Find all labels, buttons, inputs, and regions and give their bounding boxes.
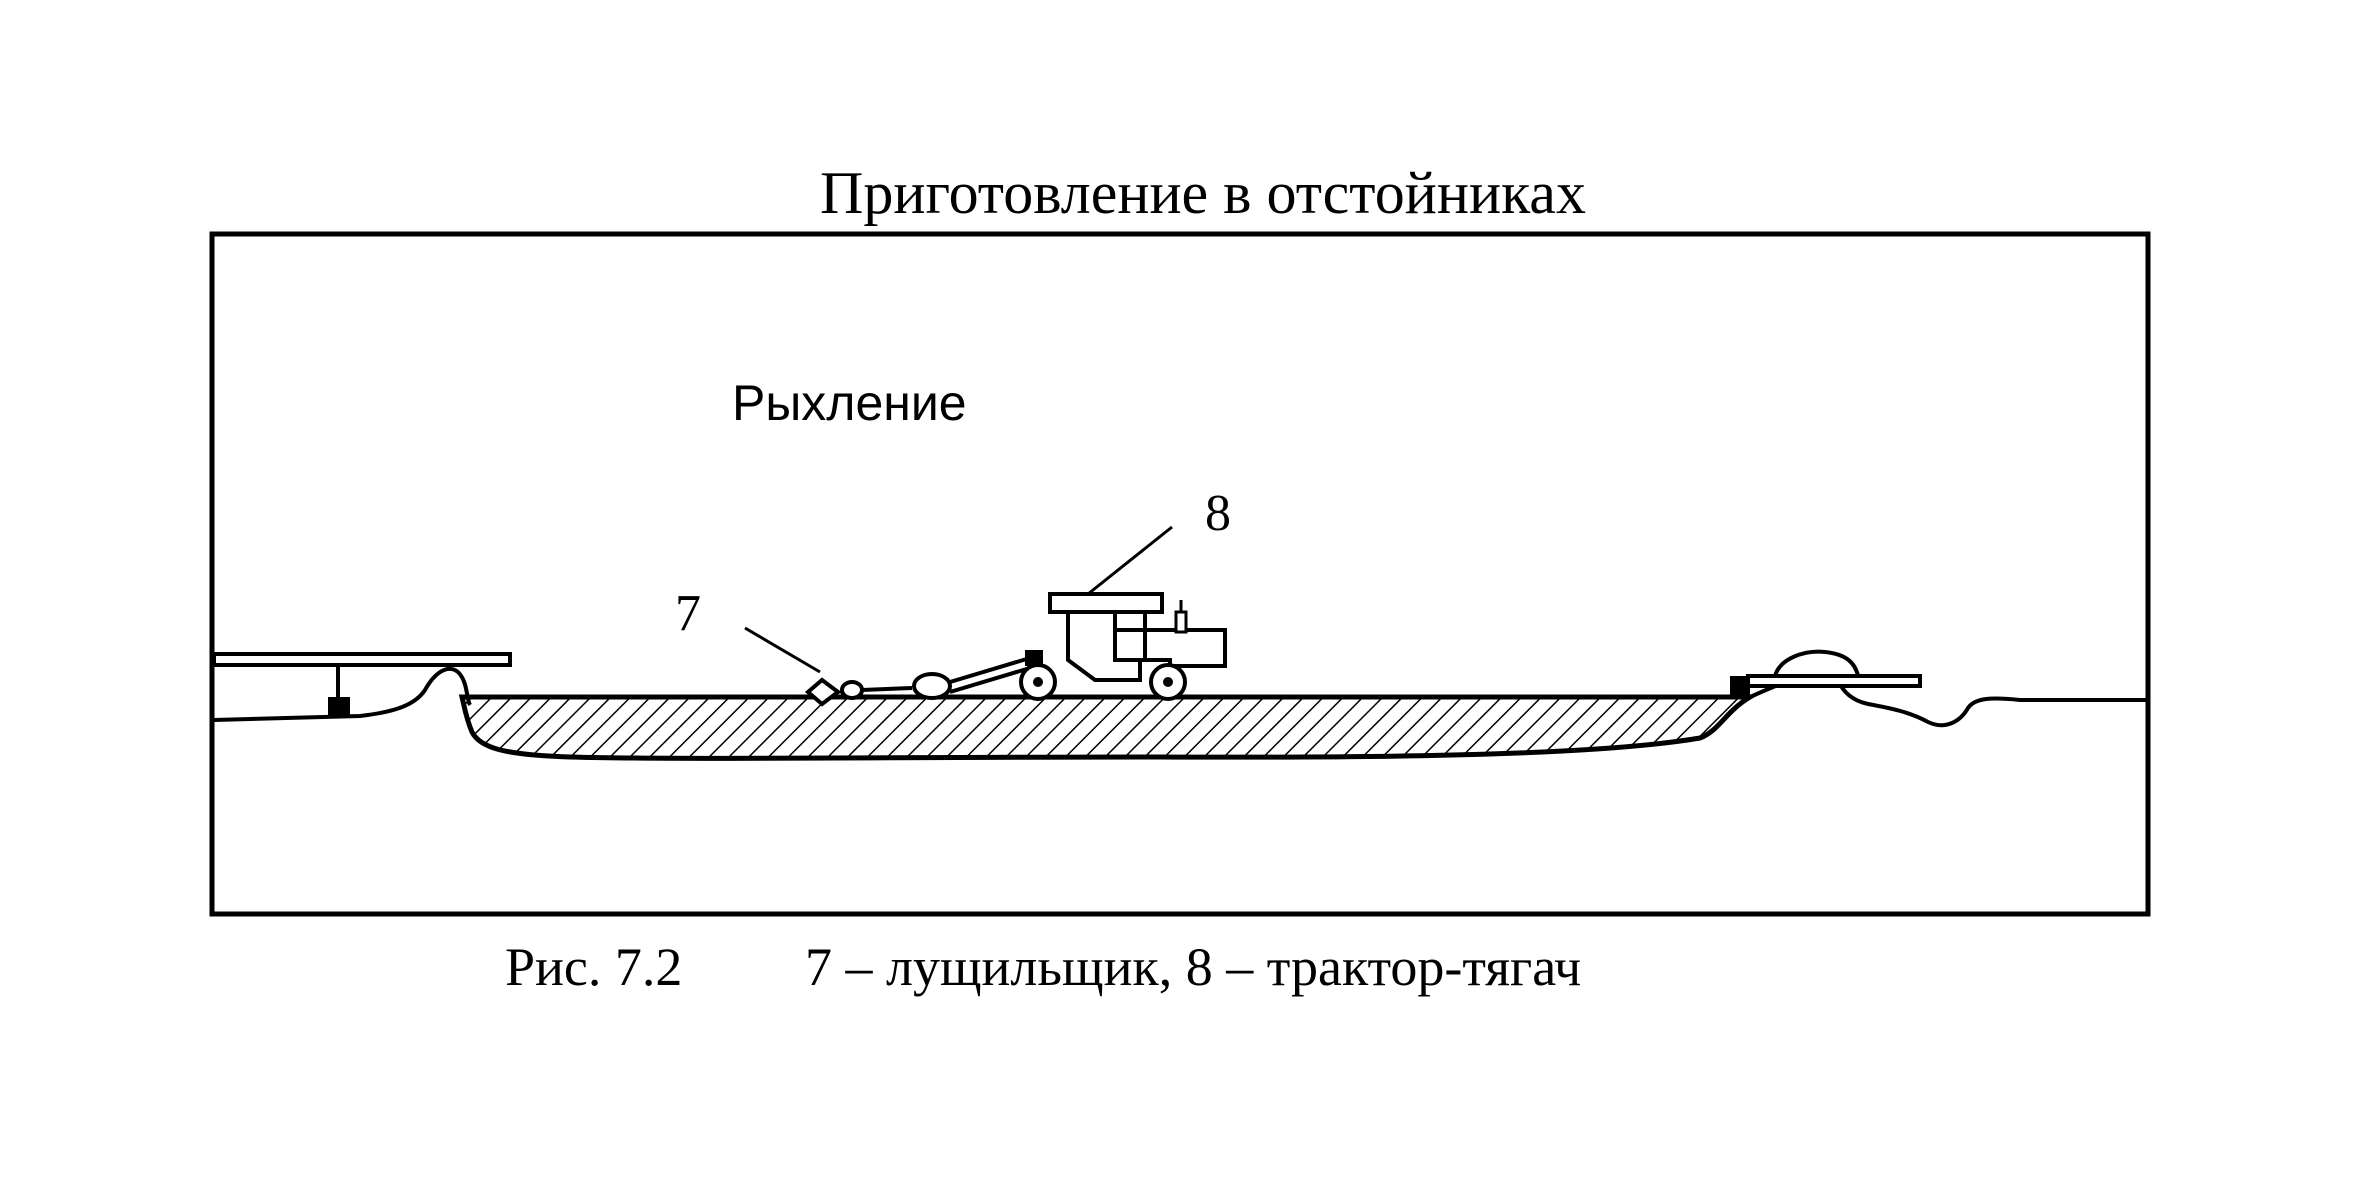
stage-label: Рыхление	[732, 375, 967, 431]
winch-hump	[1773, 649, 1860, 677]
figure-legend: 7 – лущильщик, 8 – трактор-тягач	[805, 937, 1582, 997]
callout-8-leader	[1087, 525, 1173, 596]
left-bank-platform	[212, 652, 512, 717]
diagram-border	[209, 231, 2151, 917]
callout-7-leader	[744, 626, 821, 674]
figure-number: Рис. 7.2	[505, 937, 683, 997]
diagram-title: Приготовление в отстойниках	[820, 160, 1586, 226]
sediment-layer	[458, 694, 1760, 761]
right-bank-platform	[1730, 649, 1922, 698]
callout-8-label: 8	[1205, 485, 1231, 542]
tractor-body	[1115, 612, 1227, 680]
exhaust-pipe	[1174, 610, 1188, 634]
peeler-implement	[804, 656, 1031, 707]
tractor-roof	[1048, 592, 1164, 614]
tractor-cab	[1066, 612, 1142, 682]
left-support-post	[328, 697, 350, 717]
left-ground-line	[213, 666, 472, 722]
right-anchor-block	[1730, 676, 1750, 698]
callout-7-label: 7	[675, 585, 701, 642]
tractor	[1019, 592, 1227, 701]
